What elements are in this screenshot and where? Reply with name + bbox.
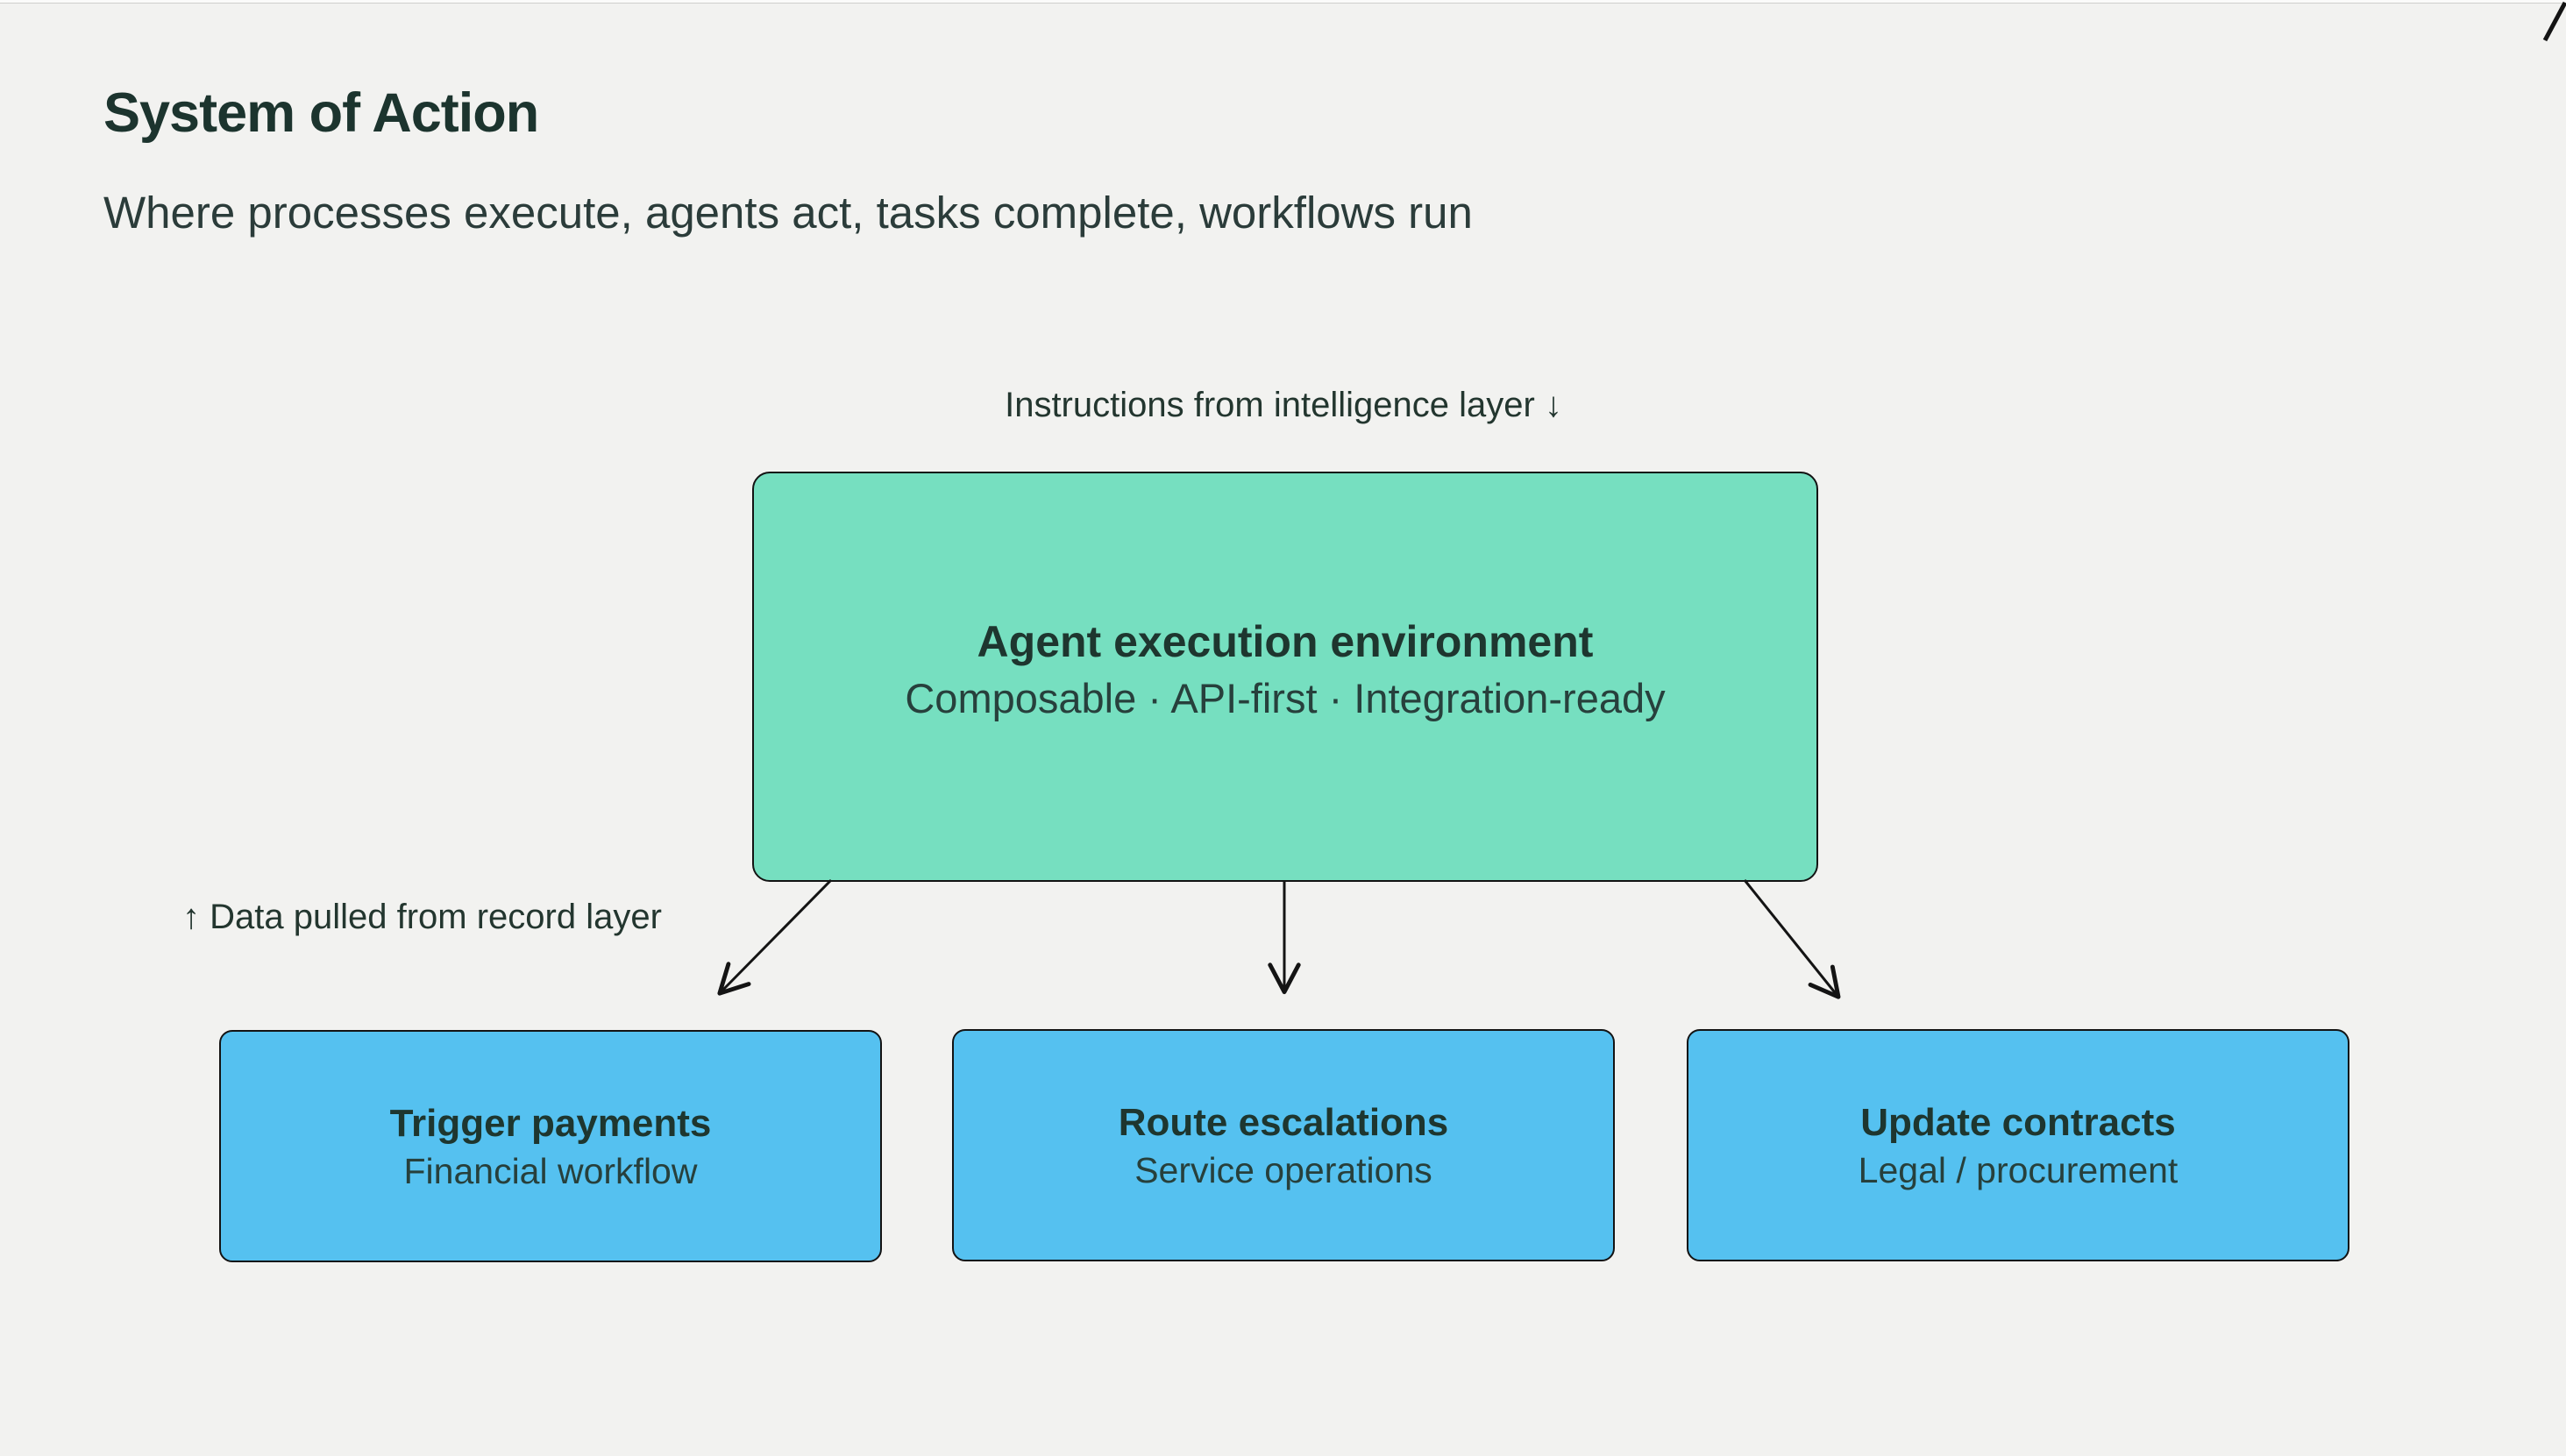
main-node-subtitle: Composable · API-first · Integration-rea…: [905, 675, 1666, 721]
arrow-right: [1743, 879, 1841, 999]
page-subtitle: Where processes execute, agents act, tas…: [103, 188, 1473, 238]
child-node-update-contracts: Update contracts Legal / procurement: [1687, 1029, 2349, 1261]
arrow-left: [717, 878, 833, 996]
child-node-subtitle: Service operations: [1134, 1149, 1432, 1190]
child-node-subtitle: Financial workflow: [403, 1150, 698, 1191]
main-node-title: Agent execution environment: [977, 617, 1594, 666]
child-node-title: Update contracts: [1860, 1100, 2176, 1144]
child-node-title: Trigger payments: [389, 1101, 712, 1145]
data-pulled-from-record-layer-label: ↑ Data pulled from record layer: [182, 898, 662, 936]
child-node-route-escalations: Route escalations Service operations: [952, 1029, 1615, 1261]
child-node-trigger-payments: Trigger payments Financial workflow: [219, 1030, 882, 1262]
child-node-subtitle: Legal / procurement: [1858, 1149, 2179, 1190]
main-node-agent-execution-environment: Agent execution environment Composable ·…: [752, 472, 1818, 882]
page-title: System of Action: [103, 82, 539, 144]
child-node-title: Route escalations: [1118, 1100, 1449, 1144]
window-top-edge: [0, 0, 2566, 4]
corner-stroke: [2542, 1, 2566, 42]
instructions-from-intelligence-label: Instructions from intelligence layer ↓: [1005, 386, 1562, 424]
